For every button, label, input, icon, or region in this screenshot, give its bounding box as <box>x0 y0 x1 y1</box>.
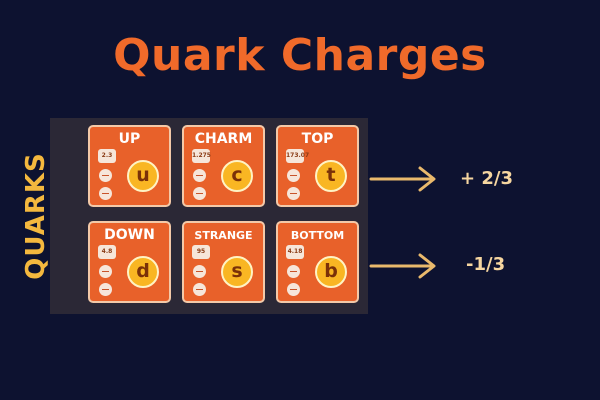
charge-icon <box>193 265 206 278</box>
quark-name: STRANGE <box>194 229 253 242</box>
spin-icon <box>193 283 206 296</box>
spin-icon <box>99 187 112 200</box>
spin-icon <box>99 283 112 296</box>
spin-icon <box>287 187 300 200</box>
mass-badge: 95 <box>192 245 210 259</box>
quark-card-down: DOWN 4.8 d <box>88 221 171 303</box>
quark-symbol: s <box>221 256 253 288</box>
quark-name: BOTTOM <box>290 229 345 242</box>
quark-symbol: d <box>127 256 159 288</box>
charge-up-type: + 2/3 <box>460 168 513 189</box>
spin-icon <box>193 187 206 200</box>
mass-badge: 173.07 <box>286 149 309 163</box>
quark-card-strange: STRANGE 95 s <box>182 221 265 303</box>
arrow-right-icon-upper <box>369 166 436 192</box>
arrow-right-icon-lower <box>369 253 436 279</box>
quark-name: CHARM <box>194 131 253 147</box>
quark-symbol: t <box>315 160 347 192</box>
quark-symbol: u <box>127 160 159 192</box>
quark-symbol: c <box>221 160 253 192</box>
quark-name: UP <box>118 131 141 147</box>
charge-icon <box>287 265 300 278</box>
quarks-label-text: QUARKS <box>21 152 51 280</box>
mass-badge: 4.8 <box>98 245 116 259</box>
charge-icon <box>99 265 112 278</box>
mass-badge: 1.275 <box>192 149 211 163</box>
charge-icon <box>99 169 112 182</box>
spin-icon <box>287 283 300 296</box>
quark-symbol: b <box>315 256 347 288</box>
quark-card-top: TOP 173.07 t <box>276 125 359 207</box>
quark-card-up: UP 2.3 u <box>88 125 171 207</box>
quark-card-bottom: BOTTOM 4.18 b <box>276 221 359 303</box>
quark-card-charm: CHARM 1.275 c <box>182 125 265 207</box>
page-title: Quark Charges <box>113 30 487 81</box>
quark-name: DOWN <box>104 227 155 243</box>
quark-name: TOP <box>301 131 334 147</box>
charge-icon <box>287 169 300 182</box>
charge-icon <box>193 169 206 182</box>
charge-down-type: -1/3 <box>466 254 506 275</box>
mass-badge: 2.3 <box>98 149 116 163</box>
mass-badge: 4.18 <box>286 245 304 259</box>
